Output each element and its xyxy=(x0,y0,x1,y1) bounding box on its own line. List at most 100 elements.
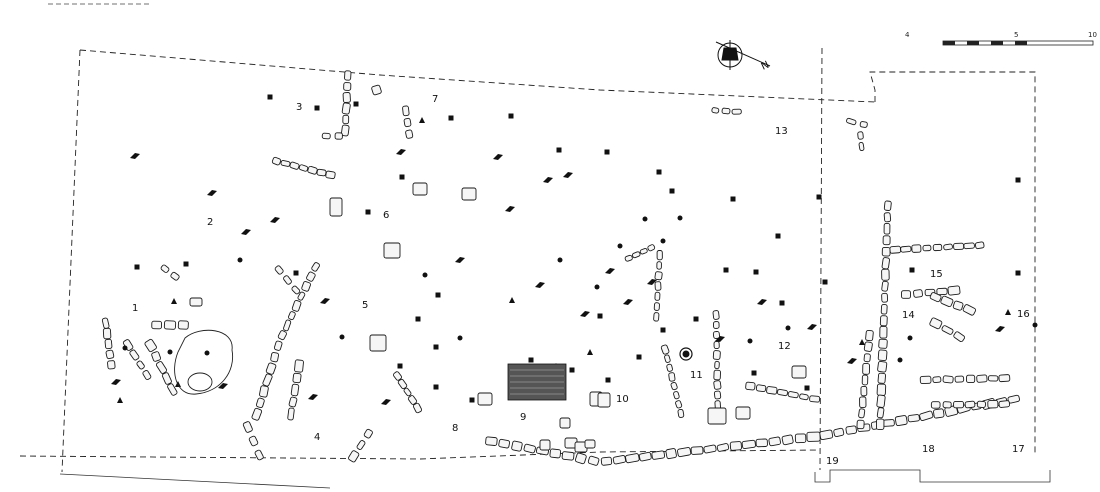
post-square-marker xyxy=(822,279,828,285)
stone xyxy=(407,395,418,405)
stone xyxy=(883,222,891,235)
stone xyxy=(930,401,941,409)
stone xyxy=(932,243,943,252)
stone xyxy=(294,359,304,373)
stone xyxy=(329,197,343,217)
stone xyxy=(690,446,704,455)
stone xyxy=(656,261,662,270)
basin-feature xyxy=(187,372,213,392)
stone xyxy=(755,384,767,393)
stone xyxy=(587,455,600,466)
post-circle-marker xyxy=(122,345,128,351)
stone xyxy=(857,131,864,140)
post-circle-marker xyxy=(897,357,903,363)
stone xyxy=(966,374,976,384)
stone xyxy=(987,399,999,409)
area-label: 4 xyxy=(314,432,320,443)
post-square-marker xyxy=(448,115,454,121)
stone xyxy=(819,429,834,441)
stone xyxy=(248,435,259,447)
area-label: 16 xyxy=(1017,309,1030,320)
stone xyxy=(933,408,945,419)
north-arrow: N xyxy=(715,40,771,73)
stone xyxy=(292,372,302,384)
stone xyxy=(911,244,922,253)
stone xyxy=(291,285,301,295)
post-square-marker xyxy=(723,267,729,273)
stone xyxy=(163,320,177,330)
stone xyxy=(942,401,952,409)
area-label: 2 xyxy=(207,217,213,228)
post-diamond-marker xyxy=(543,177,553,183)
stone xyxy=(653,312,660,322)
area-label: 6 xyxy=(383,210,389,221)
stone xyxy=(929,317,943,330)
stone xyxy=(287,407,295,421)
scale-tick-label: 10 xyxy=(1088,31,1097,39)
stone xyxy=(651,450,666,460)
stone xyxy=(919,375,932,385)
stone xyxy=(334,132,343,140)
post-square-marker xyxy=(353,101,359,107)
stone xyxy=(998,400,1011,408)
post-diamond-marker xyxy=(207,190,217,196)
stone xyxy=(953,242,965,251)
stone xyxy=(670,381,678,391)
stone xyxy=(675,400,683,409)
post-diamond-marker xyxy=(130,153,140,159)
stone xyxy=(856,419,865,430)
stone xyxy=(877,372,886,384)
stone xyxy=(561,451,575,461)
post-diamond-marker xyxy=(381,399,391,405)
area-label: 10 xyxy=(616,394,629,405)
stone xyxy=(861,374,869,386)
area-label: 1 xyxy=(132,303,138,314)
stone xyxy=(167,383,178,396)
stone xyxy=(666,363,673,372)
post-diamond-marker xyxy=(270,217,280,223)
stone xyxy=(963,242,975,250)
post-square-marker xyxy=(605,377,611,383)
stone xyxy=(254,449,264,461)
stone xyxy=(274,265,284,275)
stone xyxy=(987,375,999,382)
stone xyxy=(369,334,387,352)
post-square-marker xyxy=(753,269,759,275)
stone xyxy=(741,439,756,450)
post-diamond-marker xyxy=(647,279,657,285)
stone xyxy=(664,354,671,363)
stone xyxy=(876,407,885,419)
stone xyxy=(597,392,611,408)
post-square-marker xyxy=(597,313,603,319)
stone xyxy=(273,340,283,351)
post-triangle-marker xyxy=(587,349,593,355)
stone xyxy=(270,352,280,363)
area-label: 17 xyxy=(1012,444,1025,455)
post-square-marker xyxy=(1015,270,1021,276)
post-square-marker xyxy=(314,105,320,111)
stone xyxy=(600,456,613,466)
stone xyxy=(259,385,269,398)
stone xyxy=(341,102,351,115)
stone xyxy=(316,168,327,177)
stone xyxy=(714,360,720,370)
stone xyxy=(881,257,890,270)
area-label: 11 xyxy=(690,370,703,381)
stone xyxy=(343,82,352,91)
post-circle-marker xyxy=(594,284,600,290)
post-diamond-marker xyxy=(847,358,857,364)
stone xyxy=(104,338,113,350)
stone xyxy=(101,317,110,329)
stone xyxy=(102,327,112,340)
stone xyxy=(656,250,663,261)
stone xyxy=(881,246,891,257)
post-square-marker xyxy=(556,147,562,153)
post-square-marker xyxy=(183,261,189,267)
stone xyxy=(189,297,203,307)
scale-bar: 4 5 10 xyxy=(905,31,1097,46)
stone xyxy=(288,311,296,321)
stone xyxy=(342,114,350,125)
stone xyxy=(976,374,988,383)
